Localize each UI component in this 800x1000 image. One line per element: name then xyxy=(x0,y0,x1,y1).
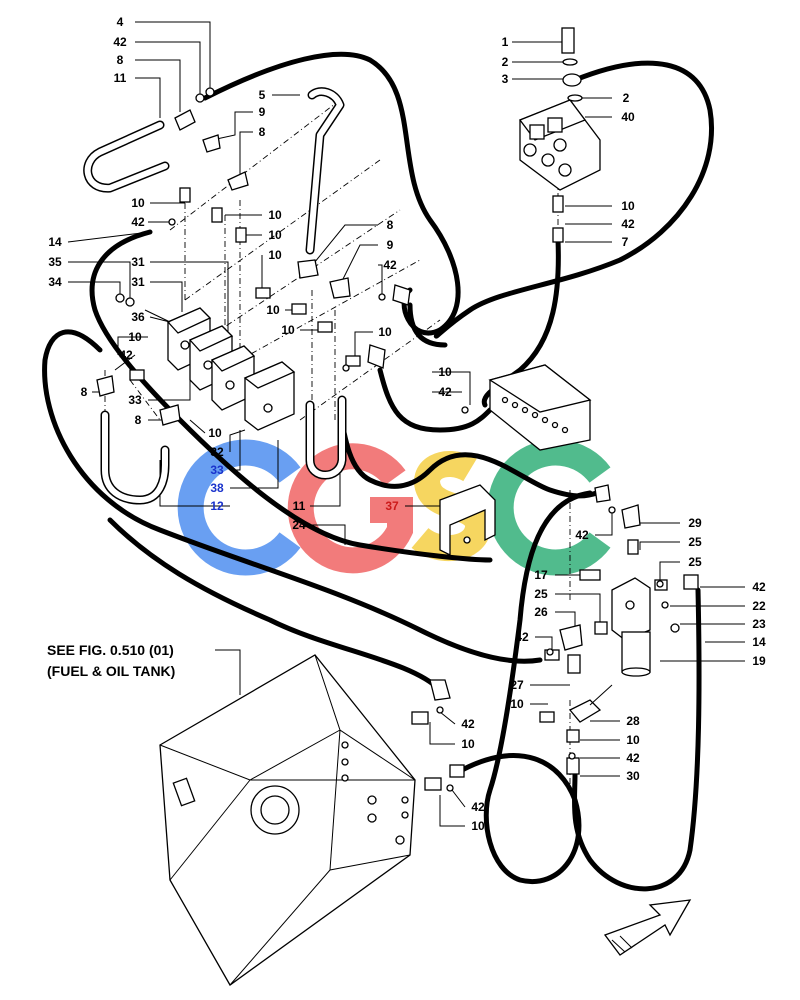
callout: 10 xyxy=(266,303,280,317)
valve-block-4 xyxy=(243,361,296,431)
callout: 10 xyxy=(461,737,475,751)
reference-note: SEE FIG. 0.510 (01) (FUEL & OIL TANK) xyxy=(47,642,175,679)
distributor-valve-40 xyxy=(518,27,601,191)
note-line-1: SEE FIG. 0.510 (01) xyxy=(47,642,174,658)
callout: 36 xyxy=(131,310,145,324)
callout: 33 xyxy=(210,463,224,477)
bracket-37 xyxy=(439,484,496,557)
callout: 9 xyxy=(387,238,394,252)
callout: 42 xyxy=(461,717,475,731)
hoses xyxy=(42,51,714,892)
callout: 19 xyxy=(752,654,766,668)
callout: 42 xyxy=(752,580,766,594)
callout: 10 xyxy=(626,733,640,747)
callout: 11 xyxy=(114,71,127,85)
callout: 40 xyxy=(621,110,635,124)
callout: 25 xyxy=(688,535,702,549)
distribution-block xyxy=(488,364,592,451)
callout: 2 xyxy=(502,55,509,69)
callout: 42 xyxy=(626,751,640,765)
callout: 10 xyxy=(128,330,142,344)
callout: 33 xyxy=(128,393,142,407)
hose-14-left xyxy=(42,329,543,664)
watermark-letter-c2 xyxy=(487,439,611,576)
callout: 24 xyxy=(292,518,306,532)
hose-30-tank xyxy=(459,490,593,884)
callout: 42 xyxy=(575,528,589,542)
callout: 42 xyxy=(131,215,145,229)
valve-block-stack xyxy=(144,307,296,431)
callout: 10 xyxy=(268,208,282,222)
callout: 26 xyxy=(534,605,548,619)
callout: 25 xyxy=(688,555,702,569)
callout: 8 xyxy=(387,218,394,232)
callout: 28 xyxy=(626,714,640,728)
callout: 10 xyxy=(281,323,295,337)
callout: 30 xyxy=(626,769,640,783)
callout-labels: 4 42 8 11 5 9 8 10 42 10 10 14 35 34 36 … xyxy=(48,15,766,833)
callout: 4 xyxy=(117,15,124,29)
callout: 8 xyxy=(81,385,88,399)
hose-11-tank xyxy=(337,407,603,499)
hose-tank-to-filter xyxy=(107,517,443,693)
callout: 42 xyxy=(621,217,635,231)
center-lines xyxy=(104,99,571,790)
callout: 10 xyxy=(268,248,282,262)
callout: 29 xyxy=(688,516,702,530)
callout: 35 xyxy=(48,255,62,269)
callout: 8 xyxy=(259,125,266,139)
callout: 10 xyxy=(131,196,145,210)
callout: 5 xyxy=(259,88,266,102)
callout: 12 xyxy=(210,499,224,513)
callout: 22 xyxy=(752,599,766,613)
watermark-letter-c1 xyxy=(177,439,301,576)
callout: 37 xyxy=(385,499,399,513)
note-line-2: (FUEL & OIL TANK) xyxy=(47,663,175,679)
callout: 10 xyxy=(378,325,392,339)
callout: 14 xyxy=(752,635,766,649)
hose-left-loop xyxy=(89,229,493,563)
callout: 17 xyxy=(534,568,548,582)
callout: 10 xyxy=(471,819,485,833)
callout: 10 xyxy=(208,426,222,440)
fuel-oil-tank xyxy=(159,654,416,986)
callout: 8 xyxy=(117,53,124,67)
callout: 31 xyxy=(131,255,145,269)
callout: 10 xyxy=(438,365,452,379)
callout: 38 xyxy=(210,481,224,495)
callout: 32 xyxy=(210,445,224,459)
callout: 42 xyxy=(383,258,397,272)
callout: 25 xyxy=(534,587,548,601)
direction-arrow-icon xyxy=(603,899,692,956)
callout: 34 xyxy=(48,275,62,289)
hose-upper-loop xyxy=(202,51,461,336)
callout: 10 xyxy=(510,697,524,711)
callout: 42 xyxy=(119,348,133,362)
callout: 14 xyxy=(48,235,62,249)
callout: 23 xyxy=(752,617,766,631)
filter-assembly xyxy=(568,577,651,723)
hose-top-right-down xyxy=(407,302,448,348)
callout: 3 xyxy=(502,72,509,86)
callout: 11 xyxy=(293,499,306,513)
callout: 42 xyxy=(438,385,452,399)
callout: 31 xyxy=(131,275,145,289)
bolt-36 xyxy=(144,309,171,323)
callout: 7 xyxy=(622,235,629,249)
rigid-tubes xyxy=(83,87,347,505)
callout: 10 xyxy=(268,228,282,242)
callout: 42 xyxy=(471,800,485,814)
fittings xyxy=(96,87,699,792)
callout: 27 xyxy=(510,678,524,692)
callout: 10 xyxy=(621,199,635,213)
callout: 1 xyxy=(502,35,509,49)
callout: 42 xyxy=(515,630,529,644)
hose-valve-loop xyxy=(433,60,714,339)
callout: 8 xyxy=(135,413,142,427)
callout: 9 xyxy=(259,105,266,119)
callout: 42 xyxy=(113,35,127,49)
hose-mid-right xyxy=(377,367,493,433)
callout: 2 xyxy=(623,91,630,105)
